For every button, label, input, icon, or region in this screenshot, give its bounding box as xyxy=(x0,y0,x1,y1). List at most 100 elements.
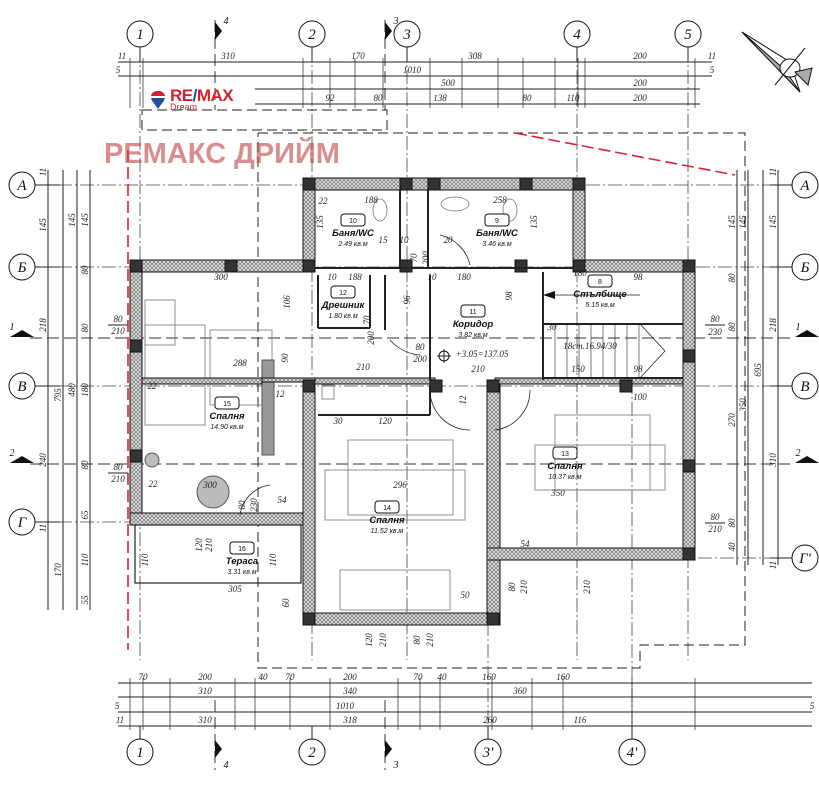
section-label: 1 xyxy=(10,322,15,333)
balloon-icon xyxy=(151,91,165,109)
axis-bubble xyxy=(8,253,36,281)
dimension-label: 188 xyxy=(348,272,362,282)
room-number-badge xyxy=(552,446,578,460)
axis-bubble xyxy=(791,544,819,572)
axis-bubble xyxy=(298,20,326,48)
dimension-label: 200 xyxy=(198,672,212,682)
section-marker-icon xyxy=(385,22,392,40)
dimension-label: 80 xyxy=(727,518,737,528)
door-swing xyxy=(389,339,421,356)
dimension-label: 98 xyxy=(504,291,514,301)
dimension-label: 5 xyxy=(710,65,715,75)
dimension-label: 318 xyxy=(342,715,357,725)
dimension-label: 210 xyxy=(519,580,529,594)
room-area: 3.46 кв.м xyxy=(482,241,511,248)
column xyxy=(514,259,528,273)
room-name: Спалня xyxy=(369,515,405,526)
remax-logo: RE/MAX Dream xyxy=(150,86,234,112)
dimension-label: 150 xyxy=(571,364,585,374)
roof-outline xyxy=(141,109,746,669)
wall xyxy=(682,259,696,561)
eave-dashed-outline xyxy=(141,109,388,131)
room-number-badge xyxy=(330,285,356,299)
room-area: 5.15 кв.м xyxy=(585,302,614,309)
section-label: 2 xyxy=(796,448,801,459)
section-marker-icon xyxy=(215,22,222,40)
dimension-label: 80 xyxy=(114,462,124,472)
furniture-item xyxy=(144,299,176,346)
dimension-label: 40 xyxy=(259,672,269,682)
wall xyxy=(129,259,316,273)
dimension-label: 210 xyxy=(708,524,722,534)
property-boundary xyxy=(127,132,736,650)
dimension-label: 80 xyxy=(727,273,737,283)
room-name: Спалня xyxy=(547,461,583,472)
dimension-label: 310 xyxy=(197,715,212,725)
room-name: Тераса xyxy=(226,556,258,567)
dimension-label: 70 xyxy=(409,253,419,263)
column xyxy=(619,379,633,393)
wall xyxy=(141,377,263,385)
wall xyxy=(302,612,501,626)
dimension-label: 210 xyxy=(378,633,388,647)
dimension-label: 11 xyxy=(116,715,124,725)
dimension-label: 110 xyxy=(268,553,278,566)
dimension-label: 5 xyxy=(116,65,121,75)
dimension-label: 695 xyxy=(753,363,763,377)
section-marker-icon xyxy=(385,740,392,758)
logo-brand-re: RE xyxy=(170,86,193,105)
axis-bubble xyxy=(8,171,36,199)
dimension-label: 135 xyxy=(529,215,539,229)
door-swing xyxy=(494,389,531,431)
dimension-label: 110 xyxy=(80,553,90,566)
column xyxy=(486,379,500,393)
dimension-label: 200 xyxy=(343,672,357,682)
column xyxy=(572,259,586,273)
room-number: 12 xyxy=(339,290,347,297)
dimension-label: 308 xyxy=(467,51,482,61)
dimension-label: 106 xyxy=(282,295,292,309)
axis-bubble xyxy=(791,171,819,199)
section-marker-icon xyxy=(795,330,819,337)
dimension-label: 300 xyxy=(213,272,228,282)
axis-label: 1 xyxy=(136,745,144,761)
rug-round xyxy=(196,475,230,509)
axis-bubble xyxy=(474,738,502,766)
room-number: 16 xyxy=(238,546,246,553)
axis-label: Г' xyxy=(798,551,812,567)
dimension-label: 5 xyxy=(115,701,120,711)
elevation-label: +3.05=137.05 xyxy=(456,349,509,359)
axis-label: А xyxy=(799,178,810,194)
dimension-label: 200 xyxy=(366,331,376,345)
dimension-label: 11 xyxy=(768,561,778,569)
section-marker-icon xyxy=(10,456,34,463)
dimension-label: 98 xyxy=(634,364,644,374)
dimension-label: 218 xyxy=(768,318,778,332)
logo-sub: Dream xyxy=(170,102,198,112)
dimension-label: 80 xyxy=(237,500,247,510)
axis-label: 3 xyxy=(402,27,411,43)
axis-label: 5 xyxy=(684,27,692,43)
dimension-lines xyxy=(35,47,812,739)
dimension-label: 145 xyxy=(38,218,48,232)
room-number-badge xyxy=(587,274,613,288)
dimension-label: 210 xyxy=(582,580,592,594)
room-number-badge xyxy=(484,213,510,227)
wall xyxy=(129,259,143,526)
dimension-label: 180 xyxy=(573,268,587,278)
wall xyxy=(302,177,316,271)
dimension-label: 80 xyxy=(727,322,737,332)
room-area: 2.49 кв.м xyxy=(337,241,367,248)
axis-bubble xyxy=(618,738,646,766)
wall xyxy=(302,379,316,626)
room-name: Баня/WC xyxy=(476,228,518,239)
dimension-label: 10 xyxy=(428,272,438,282)
dimension-label: 15 xyxy=(379,235,389,245)
door-swing xyxy=(239,484,271,516)
room-name: Дрешник xyxy=(321,300,366,311)
dimension-label: 200 xyxy=(633,51,647,61)
dimension-label: 80 xyxy=(507,582,517,592)
column xyxy=(682,547,696,561)
toilet-icon xyxy=(502,198,518,222)
